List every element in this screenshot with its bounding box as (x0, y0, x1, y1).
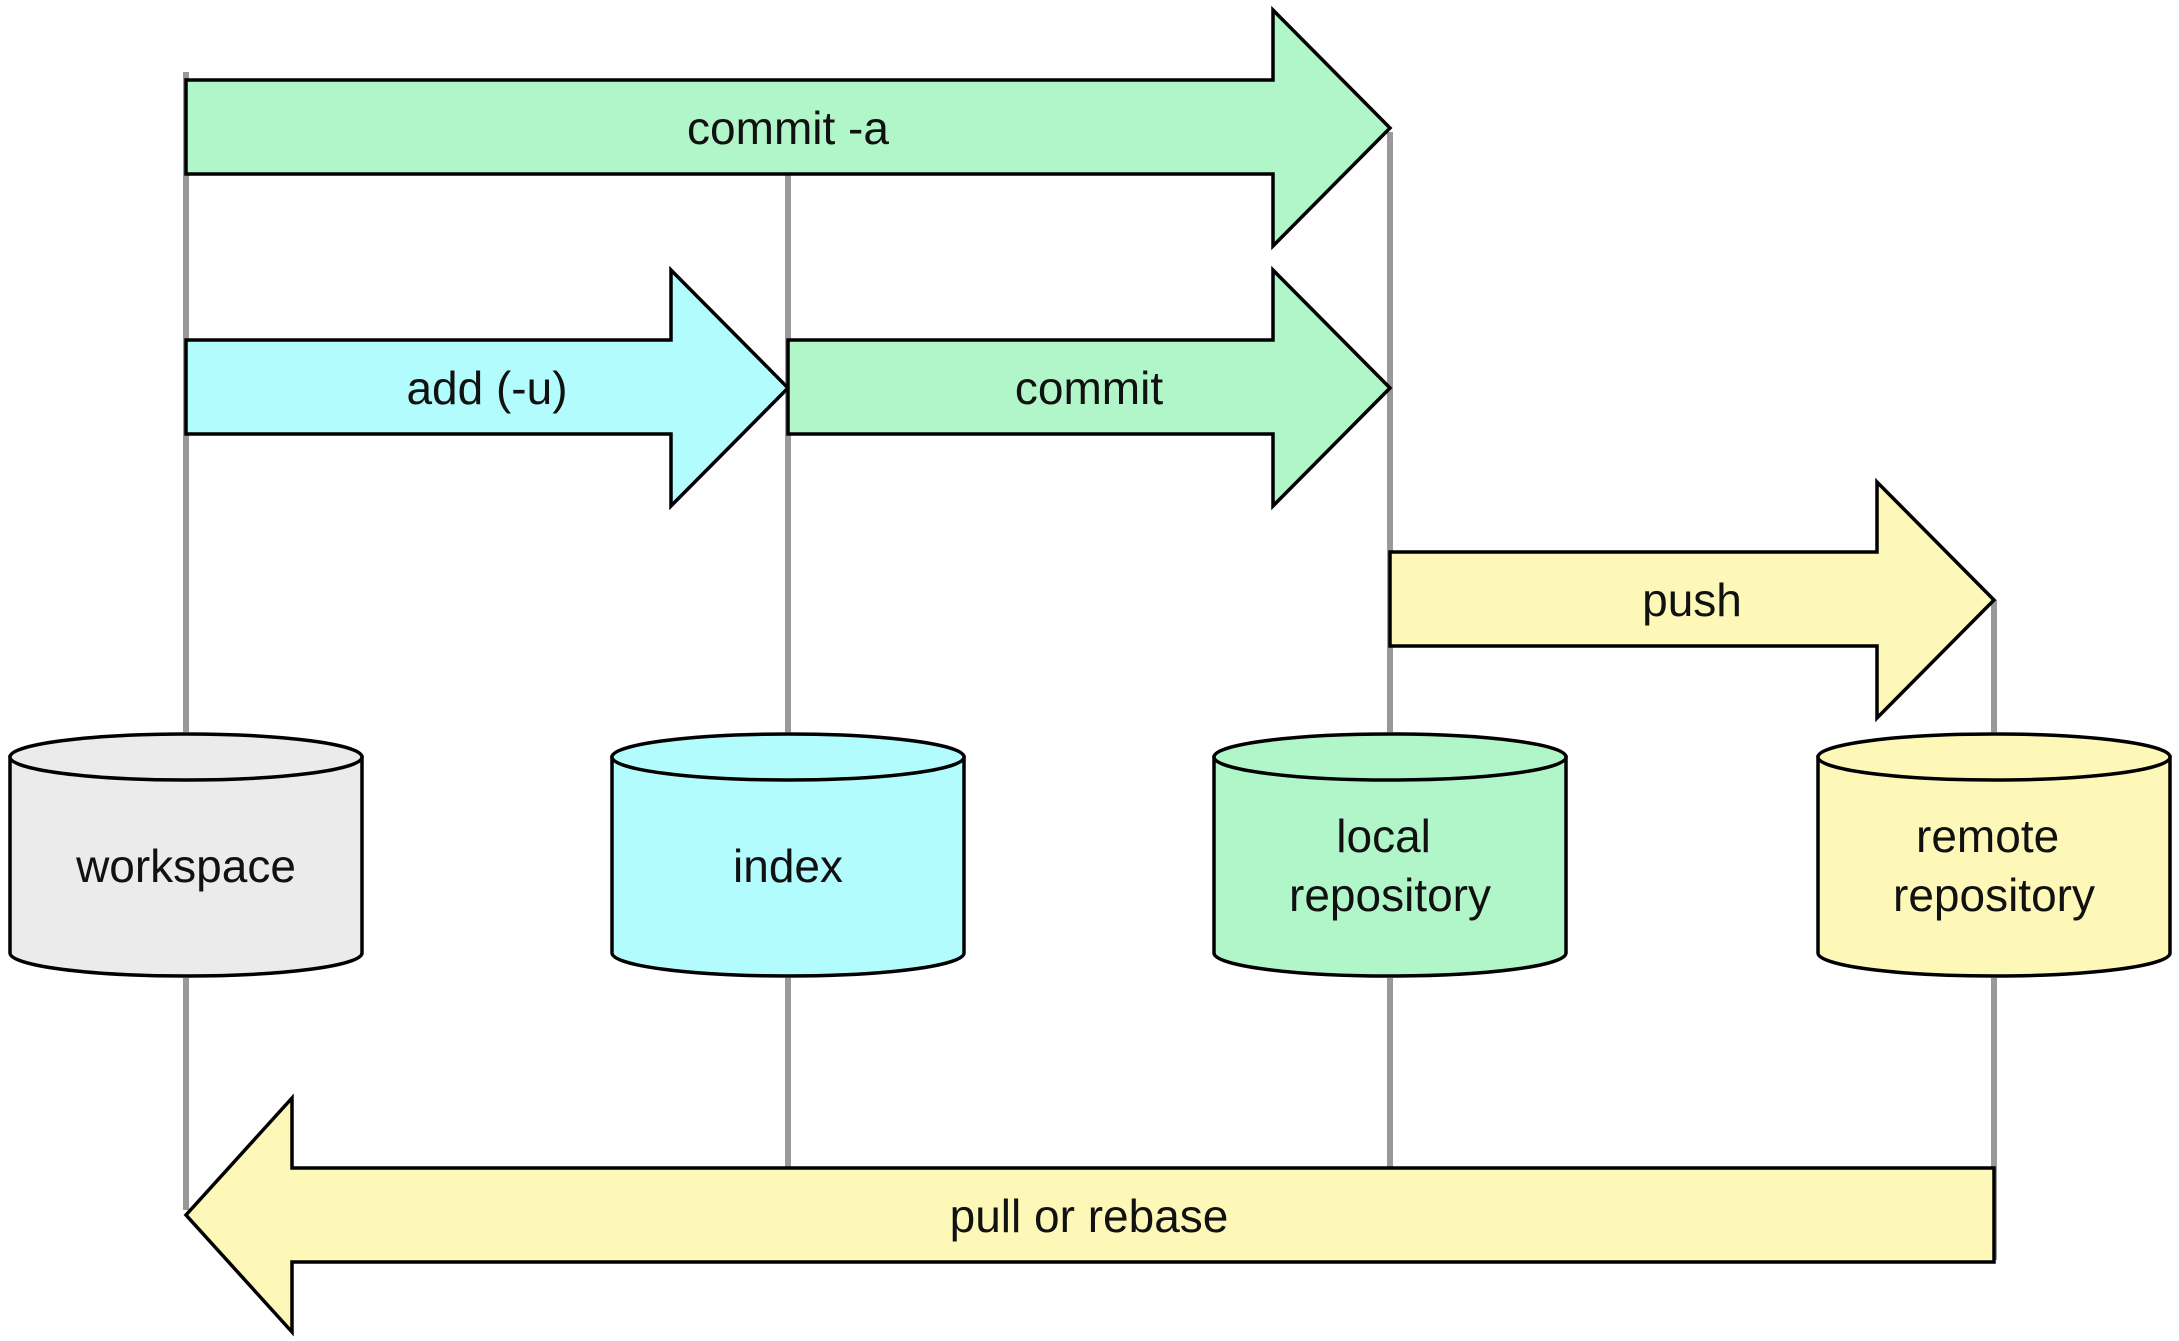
add-arrow: add (-u) (184, 265, 791, 511)
pull-rebase-arrow: pull or rebase (183, 1093, 1996, 1337)
local-repository-label: local repository (1289, 810, 1491, 921)
local-repository-store: local repository (1212, 732, 1568, 978)
add-label: add (-u) (406, 362, 567, 414)
workspace-label: workspace (75, 840, 296, 892)
index-label: index (733, 840, 843, 892)
remote-repository-label: remote repository (1893, 810, 2095, 921)
pull-rebase-label: pull or rebase (950, 1190, 1229, 1242)
remote-repository-store: remote repository (1816, 732, 2172, 978)
commit-arrow: commit (786, 265, 1393, 511)
commit-a-arrow: commit -a (184, 5, 1393, 251)
commit-a-label: commit -a (687, 102, 889, 154)
workspace-store: workspace (8, 732, 364, 978)
index-store: index (610, 732, 966, 978)
commit-label: commit (1015, 362, 1163, 414)
lifelines (183, 72, 1997, 1260)
push-arrow: push (1388, 477, 1997, 723)
push-label: push (1642, 574, 1742, 626)
